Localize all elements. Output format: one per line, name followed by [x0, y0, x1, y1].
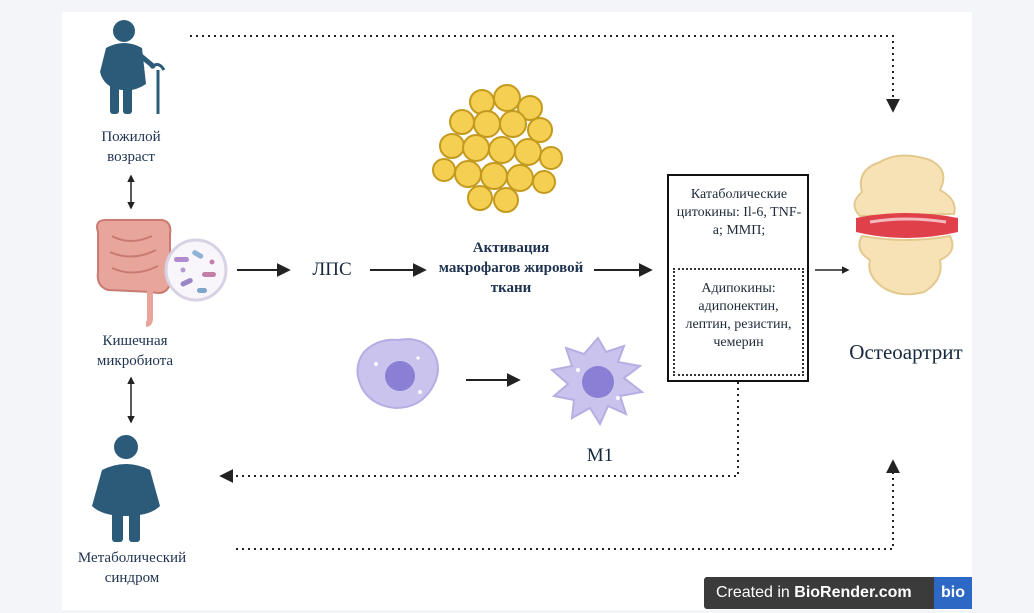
metabolic-label: Метаболический синдром [77, 550, 187, 586]
elderly-label: Пожилой возраст [101, 129, 161, 165]
dotted-arrows [190, 35, 900, 550]
activation-label: Активация макрофагов жировой ткани [438, 240, 584, 296]
badge-prefix: Created in [716, 584, 795, 601]
biorender-logo-icon: bio [934, 577, 972, 609]
macrophage-icon [356, 338, 439, 410]
biorender-badge[interactable]: Created in BioRender.com bio [704, 577, 972, 609]
metabolic-person-icon [92, 435, 160, 542]
lps-label: ЛПС [312, 259, 352, 280]
solid-arrows [127, 174, 850, 424]
adipose-tissue-icon [432, 84, 563, 213]
intestine-icon [96, 219, 172, 327]
badge-brand: BioRender.com [794, 584, 912, 601]
m1-macrophage-icon [549, 336, 645, 427]
osteoarthritis-label: Остеоартрит [849, 340, 963, 364]
cytokines-box: Катаболические цитокины: Il-6, TNF-a; ММ… [667, 174, 809, 382]
knee-joint-icon [853, 154, 958, 296]
m1-label: М1 [586, 445, 614, 466]
adipokines-box: Адипокины: адипонектин, лептин, резистин… [673, 268, 804, 376]
adipokines-text: Адипокины: адипонектин, лептин, резистин… [685, 281, 792, 350]
bacteria-magnifier-icon [164, 238, 228, 302]
badge-text: Created in BioRender.com [716, 577, 912, 609]
microbiota-label: Кишечная микробиота [96, 333, 174, 369]
elderly-person-icon [100, 20, 166, 114]
catabolic-cytokines-text: Катаболические цитокины: Il-6, TNF-a; ММ… [676, 187, 802, 238]
